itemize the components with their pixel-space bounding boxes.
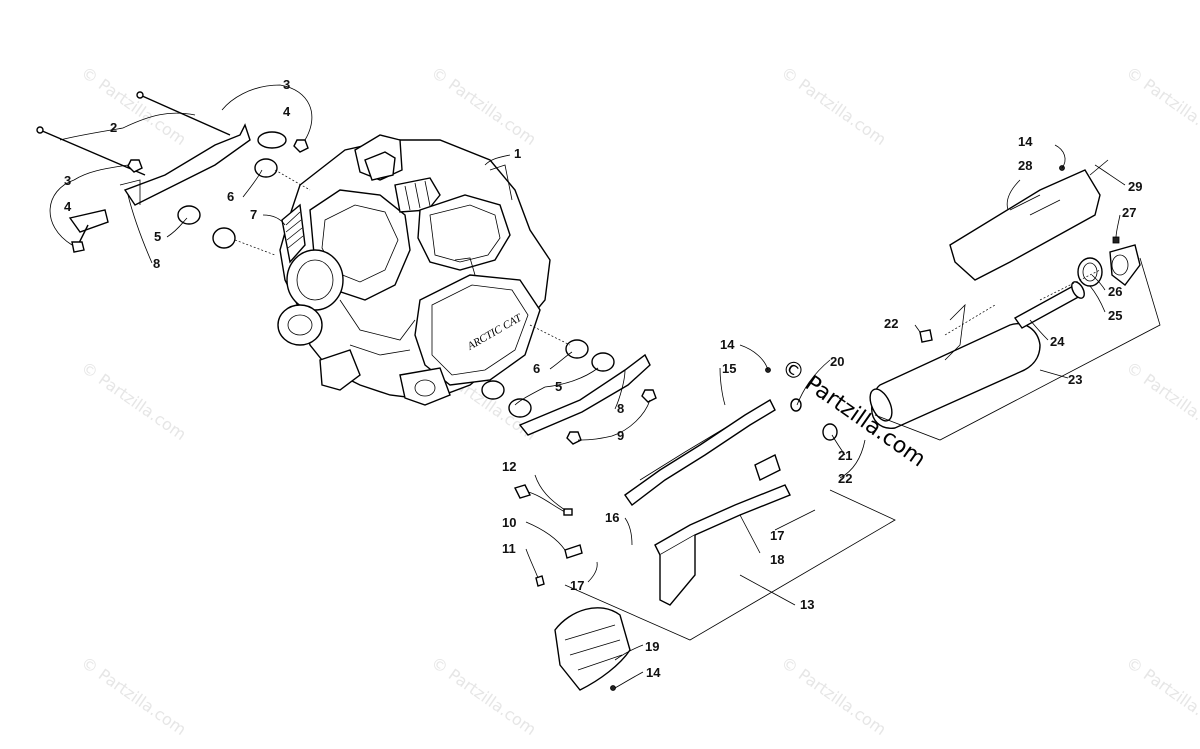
callout-label[interactable]: 25 bbox=[1108, 308, 1122, 323]
callout-label[interactable]: 18 bbox=[770, 552, 784, 567]
callout-label[interactable]: 27 bbox=[1122, 205, 1136, 220]
callout-label[interactable]: 16 bbox=[605, 510, 619, 525]
callout-label[interactable]: 14 bbox=[720, 337, 735, 352]
callout-label[interactable]: 29 bbox=[1128, 179, 1142, 194]
callout-label[interactable]: 6 bbox=[227, 189, 234, 204]
callout-label[interactable]: 20 bbox=[830, 354, 844, 369]
callout-label[interactable]: 11 bbox=[502, 541, 516, 556]
callout-label[interactable]: 3 bbox=[283, 77, 290, 92]
callout-label[interactable]: 14 bbox=[1018, 134, 1033, 149]
callout-label[interactable]: 19 bbox=[645, 639, 659, 654]
callout-label[interactable]: 9 bbox=[617, 428, 624, 443]
callout-label[interactable]: 7 bbox=[250, 207, 257, 222]
callout-label[interactable]: 13 bbox=[800, 597, 814, 612]
callout-label[interactable]: 23 bbox=[1068, 372, 1082, 387]
watermark: © Partzilla.com bbox=[778, 653, 890, 739]
callout-labels: 1 2 3 3 4 4 5 5 6 6 7 8 8 9 10 11 12 13 … bbox=[64, 77, 1142, 680]
watermark: © Partzilla.com bbox=[78, 653, 190, 739]
callout-label[interactable]: 22 bbox=[884, 316, 898, 331]
callout-label[interactable]: 12 bbox=[502, 459, 516, 474]
watermark: © Partzilla.com bbox=[428, 63, 540, 149]
callout-label[interactable]: 3 bbox=[64, 173, 71, 188]
watermark: © Partzilla.com bbox=[1123, 63, 1200, 149]
callout-label[interactable]: 1 bbox=[514, 146, 521, 161]
callout-label[interactable]: 4 bbox=[283, 104, 291, 119]
callout-label[interactable]: 2 bbox=[110, 120, 117, 135]
watermark: © Partzilla.com bbox=[1123, 358, 1200, 444]
watermark: © Partzilla.com bbox=[778, 63, 890, 149]
callout-label[interactable]: 21 bbox=[838, 448, 852, 463]
watermark: © Partzilla.com bbox=[78, 63, 190, 149]
callout-label[interactable]: 26 bbox=[1108, 284, 1122, 299]
callout-label[interactable]: 5 bbox=[555, 379, 562, 394]
callout-label[interactable]: 24 bbox=[1050, 334, 1065, 349]
leader-lines bbox=[49, 84, 1126, 689]
callout-label[interactable]: 8 bbox=[153, 256, 160, 271]
callout-label[interactable]: 22 bbox=[838, 471, 852, 486]
callout-label[interactable]: 8 bbox=[617, 401, 624, 416]
exhaust-system bbox=[514, 159, 1161, 691]
callout-label[interactable]: 28 bbox=[1018, 158, 1032, 173]
callout-label[interactable]: 5 bbox=[154, 229, 161, 244]
callout-label[interactable]: 15 bbox=[722, 361, 736, 376]
callout-label[interactable]: 6 bbox=[533, 361, 540, 376]
watermark: © Partzilla.com bbox=[1123, 653, 1200, 739]
callout-label[interactable]: 17 bbox=[770, 528, 784, 543]
callout-label[interactable]: 4 bbox=[64, 199, 72, 214]
callout-label[interactable]: 14 bbox=[646, 665, 661, 680]
right-mount-hardware bbox=[481, 324, 657, 445]
watermark: © Partzilla.com bbox=[428, 653, 540, 739]
left-mount-hardware bbox=[36, 91, 311, 256]
callout-label[interactable]: 10 bbox=[502, 515, 516, 530]
callout-label[interactable]: 17 bbox=[570, 578, 584, 593]
engine-assembly: ARCTIC CAT bbox=[277, 134, 551, 406]
watermark: © Partzilla.com bbox=[78, 358, 190, 444]
